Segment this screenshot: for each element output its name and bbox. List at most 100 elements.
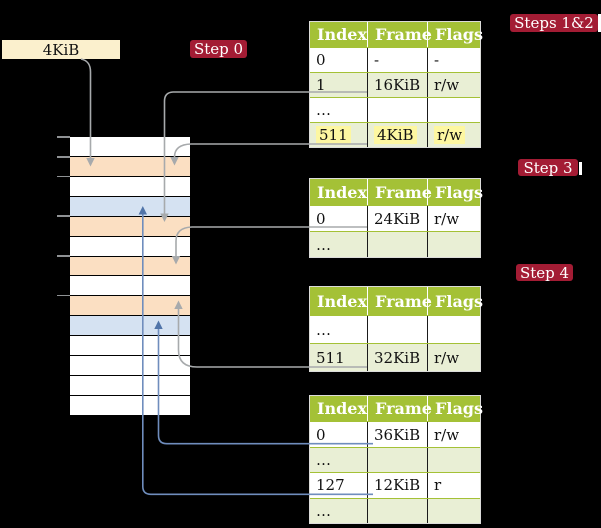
memory-frame-row-white	[70, 395, 190, 416]
cell-text: -	[434, 51, 440, 69]
table-cell: r	[427, 473, 480, 498]
table-cell: 0	[310, 422, 367, 446]
column-header: Flags	[427, 179, 483, 205]
column-header: Frame	[367, 396, 432, 422]
table-cell: 32KiB	[367, 344, 427, 371]
table-cell: r/w	[427, 206, 480, 231]
address-tick	[57, 175, 70, 178]
badge-step3-label: Step 3	[523, 158, 573, 177]
table-cell	[427, 316, 480, 343]
memory-frame-row-white	[70, 336, 190, 357]
address-tick	[57, 255, 70, 257]
cell-text: 127	[316, 476, 345, 495]
badge-edge-mark-step3	[578, 162, 582, 175]
column-header: Frame	[367, 22, 432, 47]
memory-frame-row-white	[70, 137, 190, 157]
column-header: Flags	[427, 22, 483, 47]
badge-steps12-label: Steps 1&2	[514, 14, 594, 32]
memory-frame-row-orange	[70, 156, 190, 177]
cell-text: r/w	[434, 348, 460, 367]
memory-frame-row-blue	[70, 196, 190, 217]
table-cell: r/w	[427, 344, 480, 371]
table-cell: r/w	[427, 73, 480, 97]
badge-step0: Step 0	[190, 40, 247, 58]
table-cell	[427, 98, 480, 122]
memory-frame-row-white	[70, 236, 190, 257]
table-cell: …	[310, 316, 367, 343]
badge-step0-label: Step 0	[193, 40, 244, 58]
table-cell: 0	[310, 48, 367, 72]
badge-steps12: Steps 1&2	[510, 14, 598, 32]
badge-step3: Step 3	[518, 158, 578, 177]
badge-edge-mark-steps12	[598, 14, 601, 32]
column-header: Flags	[427, 287, 483, 315]
column-header: Frame	[367, 287, 432, 315]
cell-text: 511	[316, 348, 345, 367]
table-cell: 127	[310, 473, 367, 497]
table-cell: …	[310, 448, 367, 472]
column-header: Index	[317, 399, 368, 419]
column-header: Frame	[367, 179, 432, 205]
cell-text: 0	[316, 425, 326, 444]
cell-text: …	[316, 101, 331, 119]
cell-text: -	[374, 51, 380, 69]
table-cell: …	[310, 98, 367, 122]
column-header: Index	[317, 291, 368, 311]
memory-frame-row-blue	[70, 316, 190, 337]
cell-text: r	[434, 476, 442, 495]
cell-text: 4KiB	[374, 126, 417, 144]
table-cell: …	[310, 499, 367, 523]
cell-text: 16KiB	[374, 76, 421, 94]
column-header: Flags	[427, 396, 483, 422]
table-cell: 1	[310, 73, 367, 97]
address-tick	[57, 215, 70, 217]
table-row: 127 12KiB r	[310, 472, 480, 498]
table-cell	[427, 232, 480, 257]
table-row: 0 36KiB r/w	[310, 421, 480, 447]
table-cell: r/w	[427, 123, 480, 147]
cell-text: 511	[316, 126, 351, 144]
cell-text: …	[316, 235, 331, 254]
address-tick	[57, 156, 70, 158]
table-cell: 4KiB	[367, 123, 427, 147]
table-row: …	[310, 97, 480, 122]
column-header: Index	[317, 25, 368, 44]
table-row: …	[310, 497, 480, 523]
table-cell	[427, 447, 480, 473]
memory-frame-row-orange	[70, 256, 190, 277]
table-cell	[427, 498, 480, 523]
cell-text: 1	[316, 76, 326, 94]
table-row: …	[310, 231, 480, 257]
memory-frame-row-white	[70, 276, 190, 297]
free-frame-label-text: 4KiB	[42, 40, 80, 59]
table-cell: 12KiB	[367, 473, 427, 498]
cell-text: r/w	[434, 76, 460, 94]
memory-stack	[70, 137, 190, 416]
cell-text: 36KiB	[374, 425, 421, 444]
memory-frame-row-white	[70, 176, 190, 197]
table-row: …	[310, 446, 480, 473]
free-frame-label: 4KiB	[2, 40, 120, 59]
table-cell: 36KiB	[367, 422, 427, 447]
table-row: 0--	[310, 47, 480, 72]
memory-frame-row-white	[70, 356, 190, 377]
cell-text: r/w	[434, 126, 466, 144]
column-header: Index	[317, 182, 368, 202]
cell-text: …	[316, 320, 331, 339]
table-cell: 0	[310, 206, 367, 231]
memory-frame-row-orange	[70, 216, 190, 237]
cell-text: 12KiB	[374, 476, 421, 495]
table-cell: -	[367, 48, 427, 72]
table-cell	[367, 316, 427, 343]
table-row: 511 32KiB r/w	[310, 343, 480, 371]
table-cell: r/w	[427, 422, 480, 447]
cell-text: r/w	[434, 425, 460, 444]
address-tick	[57, 294, 70, 297]
